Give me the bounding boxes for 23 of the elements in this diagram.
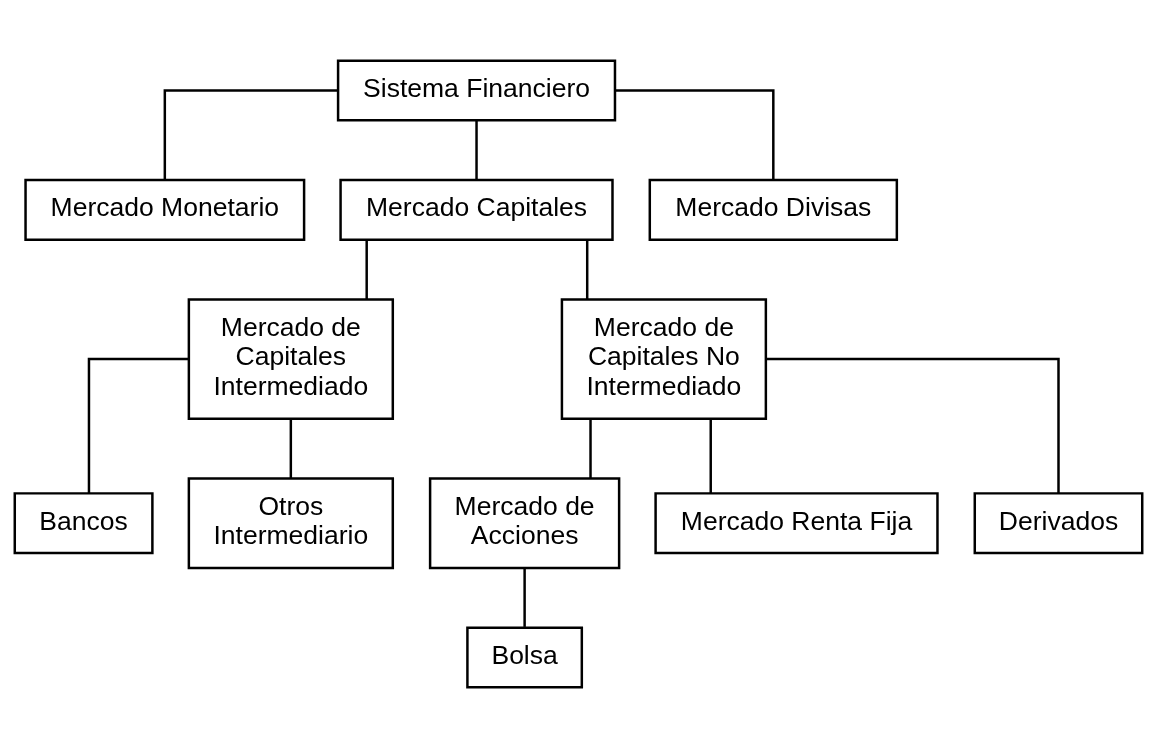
connector [475,120,478,180]
connector [523,568,526,627]
connector [709,418,712,494]
node-box: Bancos [13,492,154,555]
connector [163,89,338,180]
node-box: Bolsa [466,626,584,689]
node-box: Otros Intermediario [187,477,395,570]
node-box: Sistema Financiero [336,59,617,122]
node-box: Mercado Divisas [648,178,899,241]
connector [365,240,368,300]
node-box: Mercado de Acciones [428,477,621,570]
node-box: Derivados [973,492,1144,555]
connector [615,89,775,180]
node-box: Mercado Monetario [24,178,306,241]
node-box: Mercado Renta Fija [654,492,939,555]
connector [766,357,1060,494]
connector [585,240,589,300]
connector [589,418,592,479]
node-box: Mercado Capitales [339,178,614,241]
connector [87,357,189,494]
node-box: Mercado de Capitales No Intermediado [560,298,768,420]
node-box: Mercado de Capitales Intermediado [187,298,395,420]
connector [289,418,293,479]
